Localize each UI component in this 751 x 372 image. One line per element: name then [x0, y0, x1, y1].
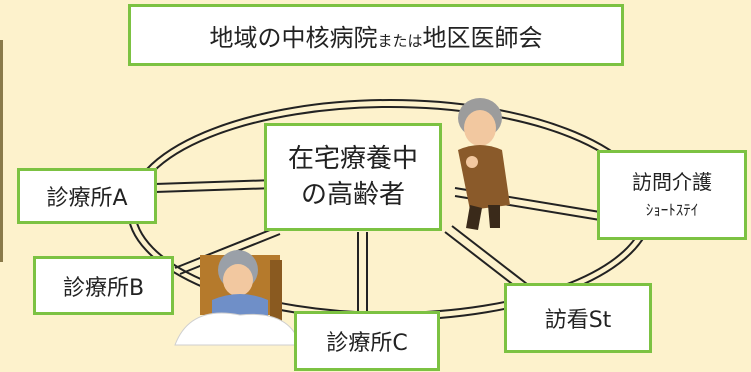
home-care-line-1: 訪問介護: [632, 170, 712, 194]
home-care-box: 訪問介護 ｼｮｰﾄｽﾃｲ: [597, 150, 747, 240]
bedridden-person-illustration: [174, 250, 301, 346]
left-edge-bar: [0, 40, 3, 262]
elderly-man-illustration: [458, 98, 510, 230]
link-b: [174, 227, 276, 269]
header-main-text: 地域の中核病院: [209, 23, 378, 52]
visiting-nurse-label: 訪看St: [544, 308, 612, 333]
home-care-line-2: ｼｮｰﾄｽﾃｲ: [645, 201, 699, 219]
center-box: 在宅療養中 の高齢者: [264, 123, 442, 231]
clinic-c-box: 診療所C: [294, 311, 440, 371]
center-line-1: 在宅療養中: [287, 144, 418, 174]
link-a: [154, 179, 276, 185]
visiting-nurse-box: 訪看St: [504, 283, 652, 353]
header-box: 地域の中核病院または地区医師会: [128, 4, 624, 66]
header-small-text: または: [377, 31, 423, 50]
clinic-b-label: 診療所B: [62, 275, 145, 301]
clinic-a-box: 診療所A: [17, 168, 157, 224]
header-tail-text: 地区医師会: [422, 23, 543, 52]
link-st: [444, 231, 521, 291]
center-line-2: の高齢者: [300, 180, 405, 210]
clinic-a-label: 診療所A: [46, 186, 128, 211]
link-st-2: [451, 225, 528, 285]
clinic-c-label: 診療所C: [326, 331, 408, 356]
link-a-2: [154, 187, 276, 193]
clinic-b-box: 診療所B: [33, 256, 174, 315]
